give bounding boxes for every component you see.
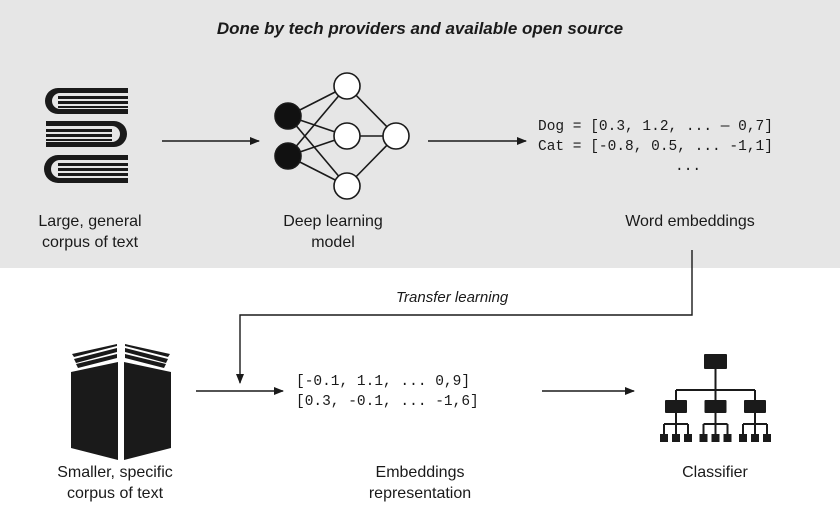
representation-text: [-0.1, 1.1, ... 0,9] [0.3, -0.1, ... -1,6… (296, 372, 479, 412)
label-line: Embeddings (375, 464, 465, 481)
small-corpus-label: Smaller, specific corpus of text (40, 462, 190, 504)
label-line: Deep learning (283, 213, 383, 230)
label-line: Smaller, specific (57, 464, 173, 481)
label-line: corpus of text (66, 485, 164, 502)
label-line: Large, general (38, 213, 142, 230)
label-line: corpus of text (41, 234, 139, 251)
provider-panel (0, 0, 840, 268)
label-line: model (311, 234, 355, 251)
word-embeddings-label: Word embeddings (625, 213, 755, 230)
open-book-icon (71, 344, 171, 460)
books-stack-icon (44, 88, 128, 183)
embedding-line: Dog = [0.3, 1.2, ... — 0,7] (538, 119, 773, 135)
tree-hierarchy-icon (660, 354, 771, 442)
representation-label: Embeddings representation (350, 462, 490, 504)
neural-network-icon (274, 72, 410, 200)
classifier-label: Classifier (682, 464, 748, 481)
representation-line: [-0.1, 1.1, ... 0,9] (296, 374, 471, 390)
label-line: representation (368, 485, 472, 502)
word-embeddings-text: Dog = [0.3, 1.2, ... — 0,7] Cat = [-0.8, … (538, 117, 773, 177)
transfer-learning-label: Transfer learning (396, 289, 509, 306)
representation-line: [0.3, -0.1, ... -1,6] (296, 394, 479, 410)
large-corpus-label: Large, general corpus of text (20, 211, 160, 253)
embedding-ellipsis: ... (675, 159, 702, 175)
panel-title: Done by tech providers and available ope… (216, 19, 624, 38)
arrow-transfer-learning (236, 250, 693, 384)
model-label: Deep learning model (268, 211, 398, 253)
embedding-line: Cat = [-0.8, 0.5, ... -1,1] (538, 139, 773, 155)
